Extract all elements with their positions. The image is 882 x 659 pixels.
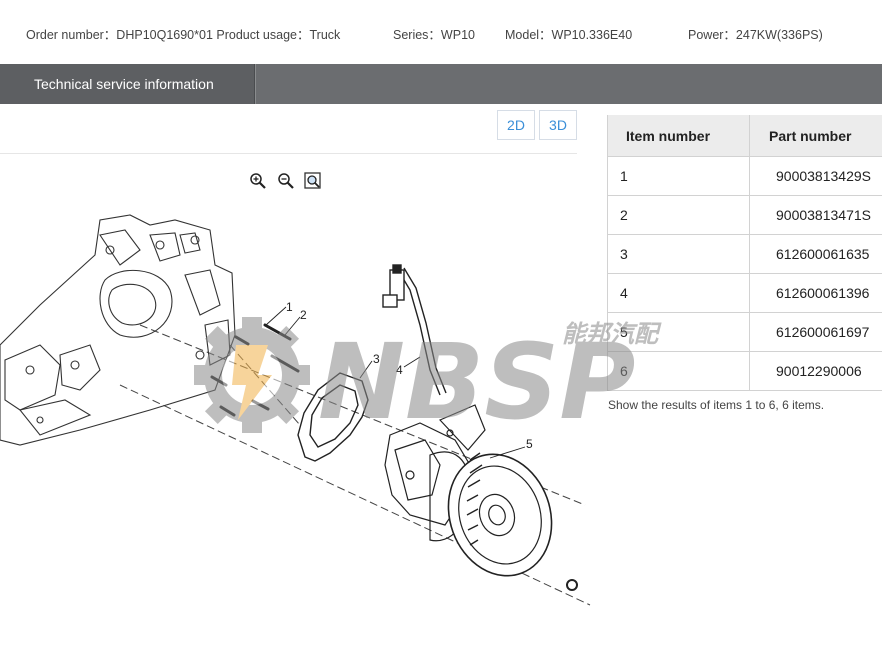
callout-3: 3 — [373, 352, 380, 366]
table-row[interactable]: 1 90003813429S — [607, 156, 882, 196]
parts-table: Item number Part number 1 90003813429S 2… — [607, 115, 882, 391]
zoom-out-icon[interactable] — [277, 172, 295, 190]
callout-4: 4 — [396, 363, 403, 377]
column-header-part-number[interactable]: Part number — [749, 115, 882, 157]
toolbar-divider — [0, 153, 577, 154]
callout-2: 2 — [300, 308, 307, 322]
power-info: Power：247KW(336PS) — [688, 28, 823, 42]
item-number-cell: 6 — [607, 351, 750, 391]
table-row[interactable]: 4 612600061396 — [607, 273, 882, 313]
gasket — [297, 372, 369, 462]
zoom-in-icon[interactable] — [249, 172, 267, 190]
view-2d-button[interactable]: 2D — [497, 110, 535, 140]
fit-to-window-icon[interactable] — [304, 172, 322, 190]
series-info: Series：WP10 — [393, 28, 475, 42]
column-header-item-number[interactable]: Item number — [607, 115, 750, 157]
part-number-cell: 612600061396 — [749, 273, 882, 313]
callout-1: 1 — [286, 300, 293, 314]
tab-technical-service-information[interactable]: Technical service information — [0, 64, 255, 104]
part-number-cell: 90003813471S — [749, 195, 882, 235]
part-number-cell: 612600061635 — [749, 234, 882, 274]
engine-housing — [0, 214, 236, 446]
table-header-row: Item number Part number — [607, 115, 882, 157]
results-summary: Show the results of items 1 to 6, 6 item… — [608, 398, 825, 412]
water-pump — [384, 404, 553, 577]
part-number-cell: 612600061697 — [749, 312, 882, 352]
item-number-cell: 2 — [607, 195, 750, 235]
item-number-cell: 5 — [607, 312, 750, 352]
part-number-cell: 90003813429S — [749, 156, 882, 196]
model-info: Model：WP10.336E40 — [505, 28, 633, 42]
callout-5: 5 — [526, 437, 533, 451]
part-number-cell: 90012290006 — [749, 351, 882, 391]
table-row[interactable]: 3 612600061635 — [607, 234, 882, 274]
item-number-cell: 4 — [607, 273, 750, 313]
item-number-cell: 1 — [607, 156, 750, 196]
item-number-cell: 3 — [607, 234, 750, 274]
table-row[interactable]: 6 90012290006 — [607, 351, 882, 391]
table-row[interactable]: 2 90003813471S — [607, 195, 882, 235]
stud-bolts — [210, 323, 300, 417]
vent-pipe — [382, 264, 447, 396]
order-info: Order number：DHP10Q1690*01 Product usage… — [26, 28, 341, 42]
plug — [566, 579, 578, 591]
exploded-parts-diagram: 1 2 3 4 5 — [0, 214, 591, 606]
view-3d-button[interactable]: 3D — [539, 110, 577, 140]
table-row[interactable]: 5 612600061697 — [607, 312, 882, 352]
